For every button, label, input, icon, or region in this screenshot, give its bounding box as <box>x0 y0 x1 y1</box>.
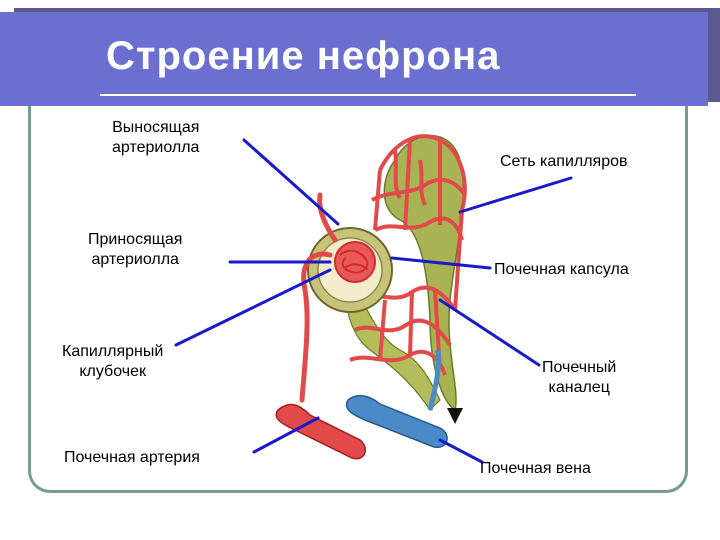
label-afferent-line2: артериолла <box>91 251 179 268</box>
label-efferent-arteriole: Выносящая артериолла <box>112 118 199 158</box>
pointer-tubule <box>438 298 541 367</box>
label-renal-tubule: Почечный каналец <box>542 358 616 398</box>
renal-artery-shape <box>275 403 367 460</box>
pointer-renal-vein <box>438 438 484 464</box>
pointer-renal-artery <box>252 416 320 454</box>
label-tubule-line2: каналец <box>548 379 610 396</box>
label-renal-artery: Почечная артерия <box>64 449 200 466</box>
label-renal-vein: Почечная вена <box>480 460 591 477</box>
label-glomerulus-line2: клубочек <box>79 363 146 380</box>
pointer-efferent <box>242 138 340 226</box>
glomerulus-shape <box>334 241 376 283</box>
pointer-capillary-net <box>458 176 573 214</box>
label-renal-capsule: Почечная капсула <box>494 261 629 278</box>
pointer-lines <box>174 138 573 464</box>
label-efferent-line1: Выносящая <box>112 119 200 136</box>
pointer-capsule <box>390 256 492 270</box>
title-underline <box>100 94 636 96</box>
slide-title: Строение нефрона <box>106 34 501 78</box>
arterioles-shape <box>299 192 338 403</box>
outflow-arrow-icon <box>447 408 463 424</box>
header-bar <box>0 12 708 106</box>
title-header: Строение нефрона <box>0 12 720 106</box>
label-glomerulus-line1: Капиллярный <box>62 343 164 360</box>
label-tubule-line1: Почечный <box>542 359 617 376</box>
label-afferent-arteriole: Приносящая артериолла <box>88 230 182 270</box>
renal-vein-shape <box>345 349 448 449</box>
label-glomerulus: Капиллярный клубочек <box>62 342 163 382</box>
pointer-glomerulus <box>174 268 332 347</box>
label-afferent-line1: Приносящая <box>88 231 183 248</box>
content-frame <box>28 106 688 493</box>
label-capillary-net: Сеть капилляров <box>500 153 628 170</box>
label-efferent-line2: артериолла <box>112 139 200 156</box>
capillary-network-shape <box>349 134 467 376</box>
